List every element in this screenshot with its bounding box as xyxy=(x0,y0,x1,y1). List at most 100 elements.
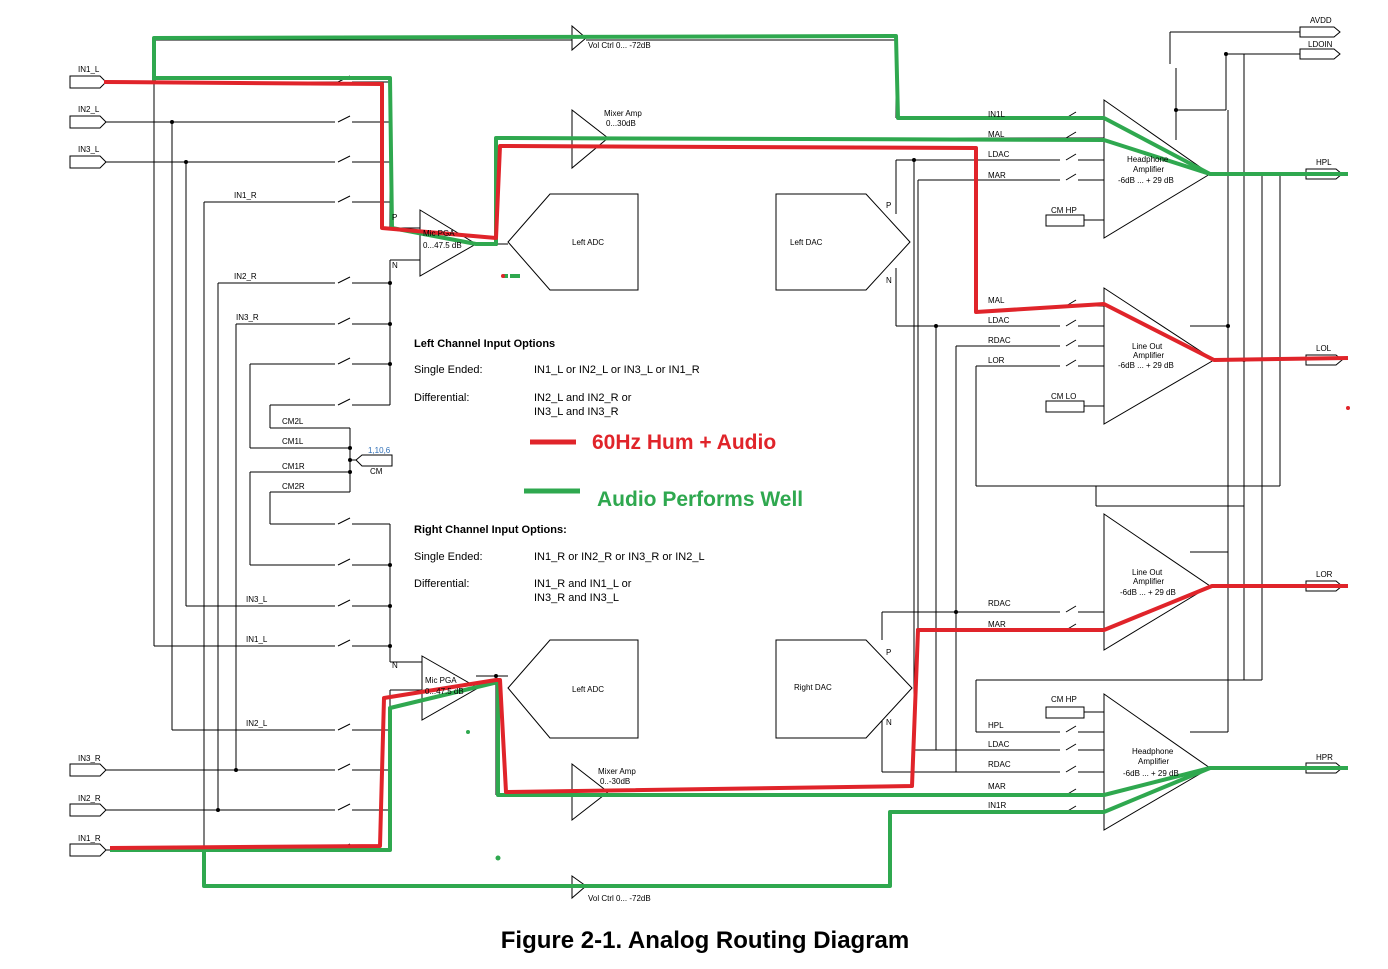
lo-amp-right-label-2: Amplifier xyxy=(1133,577,1164,586)
mic-pga-top-gain: 0...47.5 dB xyxy=(423,241,462,250)
label-in3-l-bot: IN3_L xyxy=(246,595,268,604)
left-channel-options: Left Channel Input Options Single Ended:… xyxy=(414,338,700,418)
label-in1l: IN1L xyxy=(988,110,1005,119)
label-avdd: AVDD xyxy=(1310,16,1332,25)
label-in3-r: IN3_R xyxy=(78,754,101,763)
mic-pga-top-label: Mic PGA xyxy=(423,229,455,238)
vol-ctrl-top-label: Vol Ctrl 0... -72dB xyxy=(588,41,651,50)
right-dac-p-label: P xyxy=(886,648,891,657)
label-hpr: HPR xyxy=(1316,753,1333,762)
hp-amp-bot-triangle xyxy=(1103,693,1211,831)
lo-amp-left-label-2: Amplifier xyxy=(1133,351,1164,360)
label-ldac-top: LDAC xyxy=(988,150,1010,159)
left-dac-n-label: N xyxy=(886,276,892,285)
label-in1-r: IN1_R xyxy=(78,834,101,843)
label-in3-r-top: IN3_R xyxy=(236,313,259,322)
left-single-value: IN1_L or IN2_L or IN3_L or IN1_R xyxy=(534,364,700,376)
label-cm1l: CM1L xyxy=(282,437,304,446)
label-cm2l: CM2L xyxy=(282,417,304,426)
label-mal-top: MAL xyxy=(988,130,1005,139)
label-hpl-in: HPL xyxy=(988,721,1004,730)
label-hpl: HPL xyxy=(1316,158,1332,167)
right-dac-n-label: N xyxy=(886,718,892,727)
label-in1-l: IN1_L xyxy=(78,65,100,74)
input-connectors xyxy=(69,26,1343,857)
right-diff-label: Differential: xyxy=(414,578,469,590)
lo-amp-left-triangle xyxy=(1103,287,1215,425)
pga-top-n-label: N xyxy=(392,261,398,270)
mixer-amp-bot-gain: 0..-30dB xyxy=(600,777,630,786)
hp-amp-top-label: Headphone xyxy=(1127,155,1169,164)
figure-caption: Figure 2-1. Analog Routing Diagram xyxy=(501,927,909,954)
label-ldoin: LDOIN xyxy=(1308,40,1333,49)
label-in2-r: IN2_R xyxy=(78,794,101,803)
mic-pga-top-triangle xyxy=(419,209,477,277)
legend-green-label: Audio Performs Well xyxy=(597,488,803,511)
label-in2-r-top: IN2_R xyxy=(234,272,257,281)
green-routes xyxy=(110,34,1348,888)
label-cm-hp-bot: CM HP xyxy=(1051,695,1077,704)
lo-amp-right-triangle xyxy=(1103,513,1211,651)
label-rdac-lor: RDAC xyxy=(988,599,1011,608)
left-single-label: Single Ended: xyxy=(414,364,483,376)
label-in3-l: IN3_L xyxy=(78,145,100,154)
label-cm-ref: 1,10,6 xyxy=(368,446,391,455)
right-diff-line2: IN3_R and IN3_L xyxy=(534,592,619,604)
label-mar-bot: MAR xyxy=(988,782,1006,791)
label-ldac-bot: LDAC xyxy=(988,740,1010,749)
block-labels: Vol Ctrl 0... -72dB Vol Ctrl 0... -72dB … xyxy=(392,41,1179,903)
hp-amp-bot-label-2: Amplifier xyxy=(1138,757,1169,766)
output-mixer-labels: IN1L MAL LDAC MAR CM HP MAL LDAC RDAC LO… xyxy=(988,110,1077,810)
label-cm-lo: CM LO xyxy=(1051,392,1076,401)
left-adc-top-label: Left ADC xyxy=(572,238,604,247)
label-cm: CM xyxy=(370,467,383,476)
lo-amp-left-label: Line Out xyxy=(1132,342,1163,351)
right-single-label: Single Ended: xyxy=(414,551,483,563)
left-dac-label: Left DAC xyxy=(790,238,823,247)
mic-pga-bot-label: Mic PGA xyxy=(425,676,457,685)
label-in1-r-top: IN1_R xyxy=(234,191,257,200)
left-adc-bot-label: Left ADC xyxy=(572,685,604,694)
hp-amp-top-label-2: Amplifier xyxy=(1133,165,1164,174)
lo-amp-left-gain: -6dB ... + 29 dB xyxy=(1118,361,1174,370)
label-mal-lol: MAL xyxy=(988,296,1005,305)
pga-bot-n-label: N xyxy=(392,661,398,670)
label-rdac-lol: RDAC xyxy=(988,336,1011,345)
left-adc-top-block xyxy=(507,193,639,291)
label-in2-l-bot: IN2_L xyxy=(246,719,268,728)
label-cm-hp-top: CM HP xyxy=(1051,206,1077,215)
mic-pga-bot-gain: 0...47.5 dB xyxy=(425,687,464,696)
label-mar-lor: MAR xyxy=(988,620,1006,629)
mixer-amp-bot-label: Mixer Amp xyxy=(598,767,636,776)
right-diff-line1: IN1_R and IN1_L or xyxy=(534,578,632,590)
left-options-heading: Left Channel Input Options xyxy=(414,338,555,350)
label-ldac-lol: LDAC xyxy=(988,316,1010,325)
left-diff-line2: IN3_L and IN3_R xyxy=(534,406,619,418)
right-single-value: IN1_R or IN2_R or IN3_R or IN2_L xyxy=(534,551,705,563)
label-cm2r: CM2R xyxy=(282,482,305,491)
label-lol: LOL xyxy=(1316,344,1332,353)
left-dac-block xyxy=(775,193,911,291)
label-lor: LOR xyxy=(1316,570,1333,579)
pga-top-p-label: P xyxy=(392,213,397,222)
hp-amp-top-gain: -6dB ... + 29 dB xyxy=(1118,176,1174,185)
label-in2-l: IN2_L xyxy=(78,105,100,114)
label-in1r: IN1R xyxy=(988,801,1006,810)
function-blocks xyxy=(419,24,1215,900)
hp-amp-top-triangle xyxy=(1103,99,1211,239)
legend-red-label: 60Hz Hum + Audio xyxy=(592,431,776,454)
red-routes xyxy=(103,80,1350,850)
legend: 60Hz Hum + Audio Audio Performs Well xyxy=(524,431,803,511)
right-options-heading: Right Channel Input Options: xyxy=(414,524,567,536)
vol-ctrl-bot-label: Vol Ctrl 0... -72dB xyxy=(588,894,651,903)
label-lor-in: LOR xyxy=(988,356,1005,365)
right-dac-label: Right DAC xyxy=(794,683,832,692)
label-in1-l-bot: IN1_L xyxy=(246,635,268,644)
left-dac-p-label: P xyxy=(886,201,891,210)
right-channel-options: Right Channel Input Options: Single Ende… xyxy=(414,524,705,604)
supply-and-output-labels: AVDD LDOIN HPL LOL LOR HPR xyxy=(1308,16,1333,762)
hp-amp-bot-label: Headphone xyxy=(1132,747,1174,756)
lo-amp-right-gain: -6dB ... + 29 dB xyxy=(1120,588,1176,597)
mixer-amp-top-label: Mixer Amp xyxy=(604,109,642,118)
